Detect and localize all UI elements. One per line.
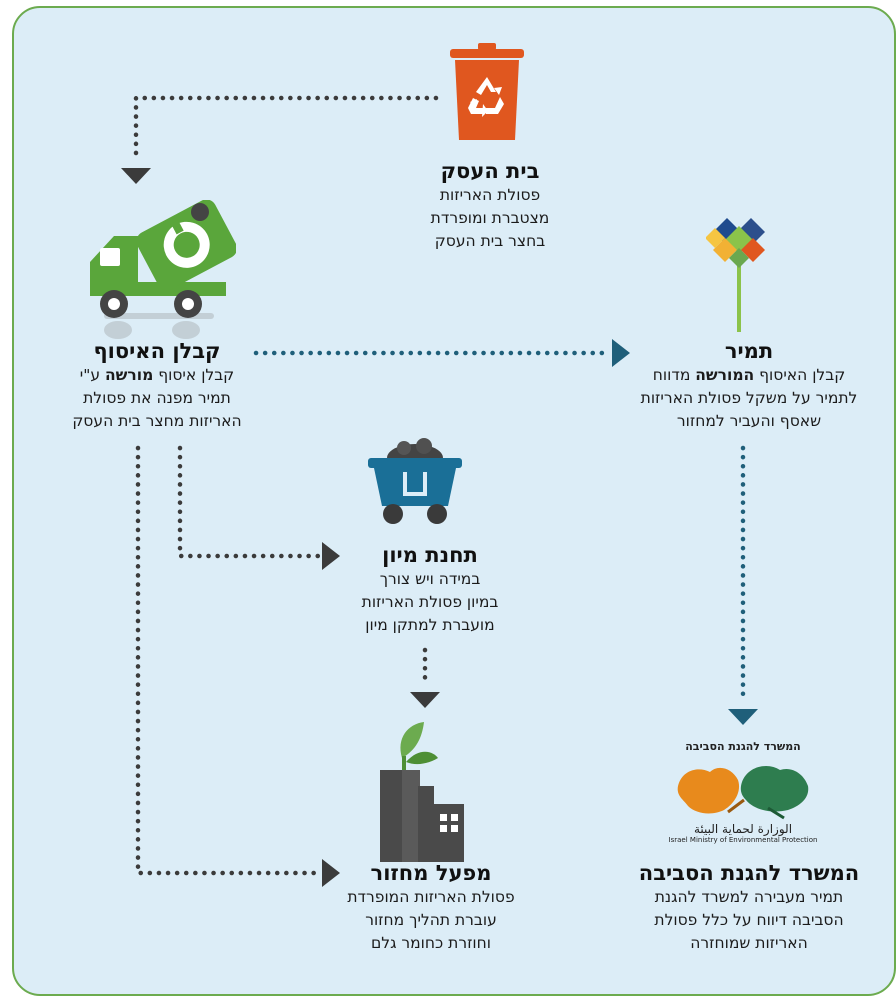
- node-tamir-line: קבלן האיסוף המורשה מדווח: [618, 364, 880, 387]
- node-business-line: פסולת האריזות: [439, 186, 541, 204]
- node-collector-line: האריזות מחצר בית העסק: [72, 412, 242, 430]
- node-sorting-line: במיון פסולת האריזות: [361, 593, 499, 611]
- node-sorting-line: במידה ויש צורך: [379, 570, 481, 588]
- bold-text: המורשה: [695, 366, 755, 384]
- node-collector-line: קבלן איסוף מורשה ע"י: [42, 364, 272, 387]
- node-recycling-line: עוברת תהליך מחזור: [365, 911, 497, 929]
- node-collector: קבלן האיסוף קבלן איסוף מורשה ע"י תמיר מפ…: [42, 338, 272, 433]
- node-business-line: מצטברת ומופרדת: [430, 209, 550, 227]
- bold-text: מורשה: [105, 366, 154, 384]
- text-span: ע"י: [79, 366, 106, 384]
- node-recycling-title: מפעל מחזור: [370, 861, 492, 885]
- ministry-logo-english: Israel Ministry of Environmental Protect…: [668, 836, 818, 844]
- arrowhead-to-collector: [121, 168, 151, 184]
- node-collector-title: קבלן האיסוף: [93, 339, 221, 363]
- leaves-icon: [677, 766, 809, 820]
- arrowhead-to-tamir: [612, 339, 630, 367]
- node-sorting-line: מועברת למתקן מיון: [365, 616, 495, 634]
- node-recycling-line: וחוזרת כחומר גלם: [370, 934, 492, 952]
- ministry-logo: המשרד להגנת הסביבה الوزارة لحماية البيئة…: [668, 740, 818, 860]
- node-tamir: תמיר קבלן האיסוף המורשה מדווח לתמיר על מ…: [618, 338, 880, 433]
- tamir-logo-icon: [706, 218, 765, 332]
- node-sorting-title: תחנת מיון: [382, 543, 478, 567]
- node-ministry-line: הסביבה דיווח על כלל פסולת: [654, 911, 844, 929]
- node-sorting: תחנת מיון במידה ויש צורך במיון פסולת האר…: [330, 542, 530, 637]
- node-recycling-line: פסולת האריזות המופרדת: [347, 888, 515, 906]
- node-business-line: בחצר בית העסק: [434, 232, 546, 250]
- arrowhead-to-sorting: [322, 542, 340, 570]
- node-business-title: בית העסק: [440, 159, 540, 183]
- arrowhead-to-recycling-from-sorting: [410, 692, 440, 708]
- text-span: מדווח: [652, 366, 696, 384]
- text-span: קבלן האיסוף: [754, 366, 846, 384]
- node-collector-line: תמיר מפנה את פסולת: [83, 389, 231, 407]
- node-tamir-line: לתמיר על משקל פסולת האריזות: [640, 389, 858, 407]
- connector-collector-to-sorting: [177, 445, 321, 559]
- node-recycling: מפעל מחזור פסולת האריזות המופרדת עוברת ת…: [322, 860, 540, 955]
- ministry-logo-top-text: המשרד להגנת הסביבה: [685, 740, 801, 753]
- arrowhead-to-ministry: [728, 709, 758, 725]
- ministry-logo-arabic: الوزارة لحماية البيئة: [693, 822, 793, 836]
- text-span: קבלן איסוף: [153, 366, 235, 384]
- node-business: בית העסק פסולת האריזות מצטברת ומופרדת בח…: [400, 158, 580, 253]
- connector-collector-to-recycling: [135, 445, 321, 876]
- mining-cart-icon: [368, 438, 462, 524]
- factory-icon: [380, 722, 464, 862]
- node-tamir-line: שאסף והעביר למחזור: [676, 412, 822, 430]
- recycle-bin-icon: [450, 43, 524, 140]
- node-ministry-line: האריזות שמוחזרה: [690, 934, 808, 952]
- garbage-truck-icon: [90, 200, 236, 339]
- node-ministry-line: תמיר מעבירה למשרד להגנת: [654, 888, 844, 906]
- connector-business-to-collector: [133, 95, 439, 163]
- node-ministry: המשרד להגנת הסביבה תמיר מעבירה למשרד להג…: [618, 860, 880, 955]
- node-ministry-title: המשרד להגנת הסביבה: [638, 861, 860, 885]
- node-tamir-title: תמיר: [724, 339, 774, 363]
- arrowhead-to-recycling: [322, 859, 340, 887]
